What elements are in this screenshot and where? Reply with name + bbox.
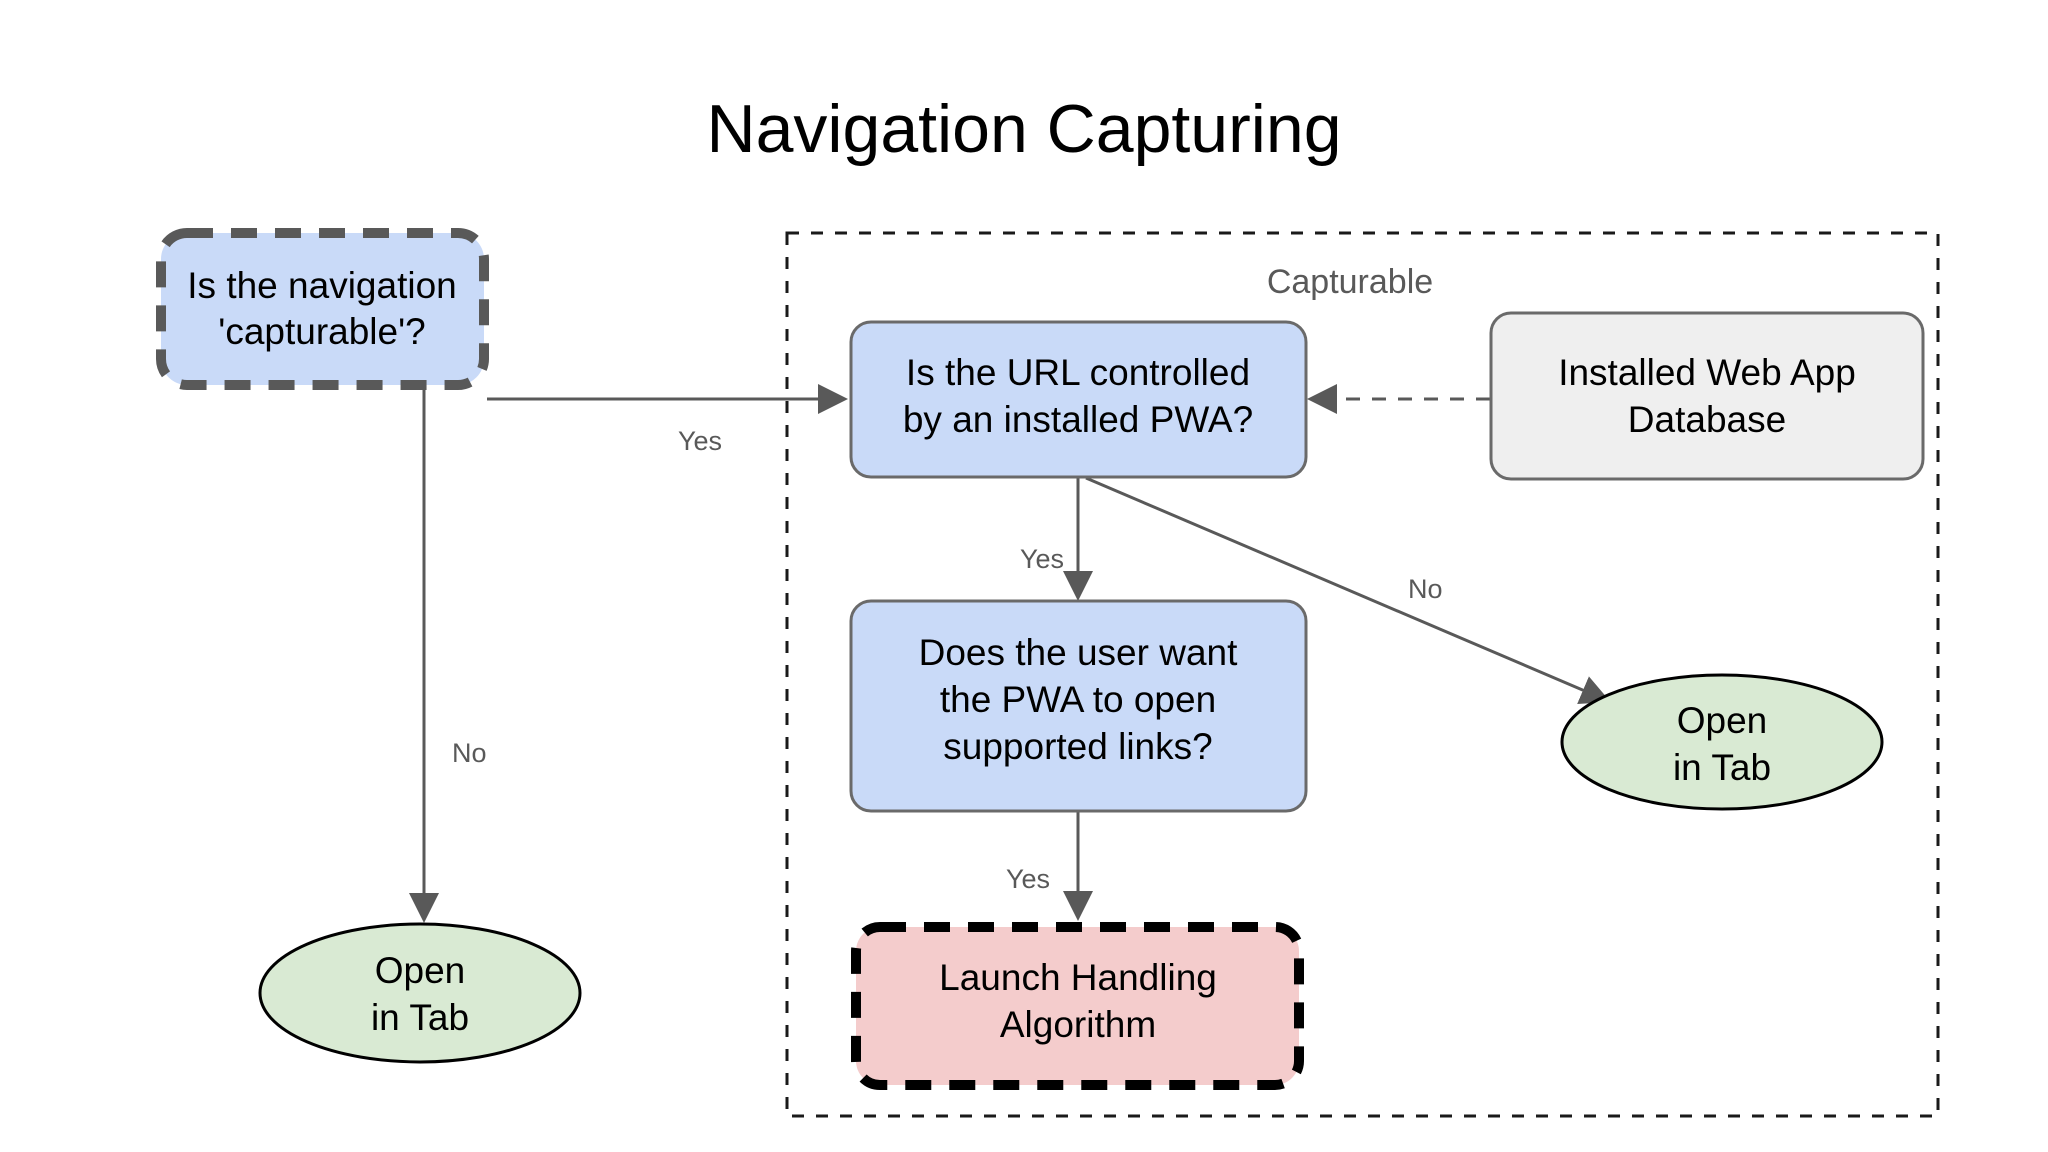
edge-capturable-no: No	[409, 388, 487, 923]
edge-line	[1085, 476, 1611, 704]
node-line-1: Does the user want	[919, 632, 1239, 673]
node-shape	[849, 599, 1308, 813]
capturable-group-label: Capturable	[1267, 263, 1433, 301]
node-line-1: Is the URL controlled	[906, 352, 1250, 393]
open-in-tab-right-node[interactable]: Open in Tab	[1560, 673, 1884, 811]
installed-web-app-database-node[interactable]: Installed Web App Database	[1489, 311, 1925, 481]
edge-label-url-no: No	[1408, 574, 1443, 604]
edge-capturable-yes: Yes	[487, 384, 848, 456]
edge-label-capturable-no: No	[452, 738, 487, 768]
node-shape	[1560, 673, 1884, 811]
node-line-2: Database	[1628, 399, 1786, 440]
edge-label-capturable-yes: Yes	[678, 426, 722, 456]
node-shape	[258, 922, 582, 1064]
edge-label-url-yes: Yes	[1020, 544, 1064, 574]
node-line-2: in Tab	[371, 997, 469, 1038]
node-line-2: in Tab	[1673, 747, 1771, 788]
launch-handling-algorithm-node[interactable]: Launch Handling Algorithm	[851, 922, 1304, 1090]
node-shape	[849, 320, 1308, 479]
node-shape	[156, 228, 489, 390]
node-shape	[1489, 311, 1925, 481]
node-shape	[851, 922, 1304, 1090]
open-in-tab-left-node[interactable]: Open in Tab	[258, 922, 582, 1064]
node-line-2: the PWA to open	[940, 679, 1216, 720]
node-line-1: Installed Web App	[1558, 352, 1856, 393]
is-url-controlled-node[interactable]: Is the URL controlled by an installed PW…	[849, 320, 1308, 479]
edge-user-want-yes: Yes	[1006, 810, 1093, 921]
page-title: Navigation Capturing	[706, 91, 1341, 167]
capturable-group-container	[785, 231, 1940, 1118]
node-line-1: Is the navigation	[187, 265, 456, 306]
node-line-1: Open	[1677, 700, 1768, 741]
edge-url-no: No	[1085, 476, 1611, 704]
does-user-want-pwa-node[interactable]: Does the user want the PWA to open suppo…	[849, 599, 1308, 813]
node-line-3: supported links?	[943, 726, 1212, 767]
node-line-1: Open	[375, 950, 466, 991]
node-line-1: Launch Handling	[939, 957, 1217, 998]
is-navigation-capturable-node[interactable]: Is the navigation 'capturable'?	[156, 228, 489, 390]
node-line-2: 'capturable'?	[218, 311, 426, 352]
edge-label-user-want-yes: Yes	[1006, 864, 1050, 894]
edge-url-yes: Yes	[1020, 478, 1093, 601]
node-line-2: Algorithm	[1000, 1004, 1156, 1045]
node-line-2: by an installed PWA?	[903, 399, 1253, 440]
